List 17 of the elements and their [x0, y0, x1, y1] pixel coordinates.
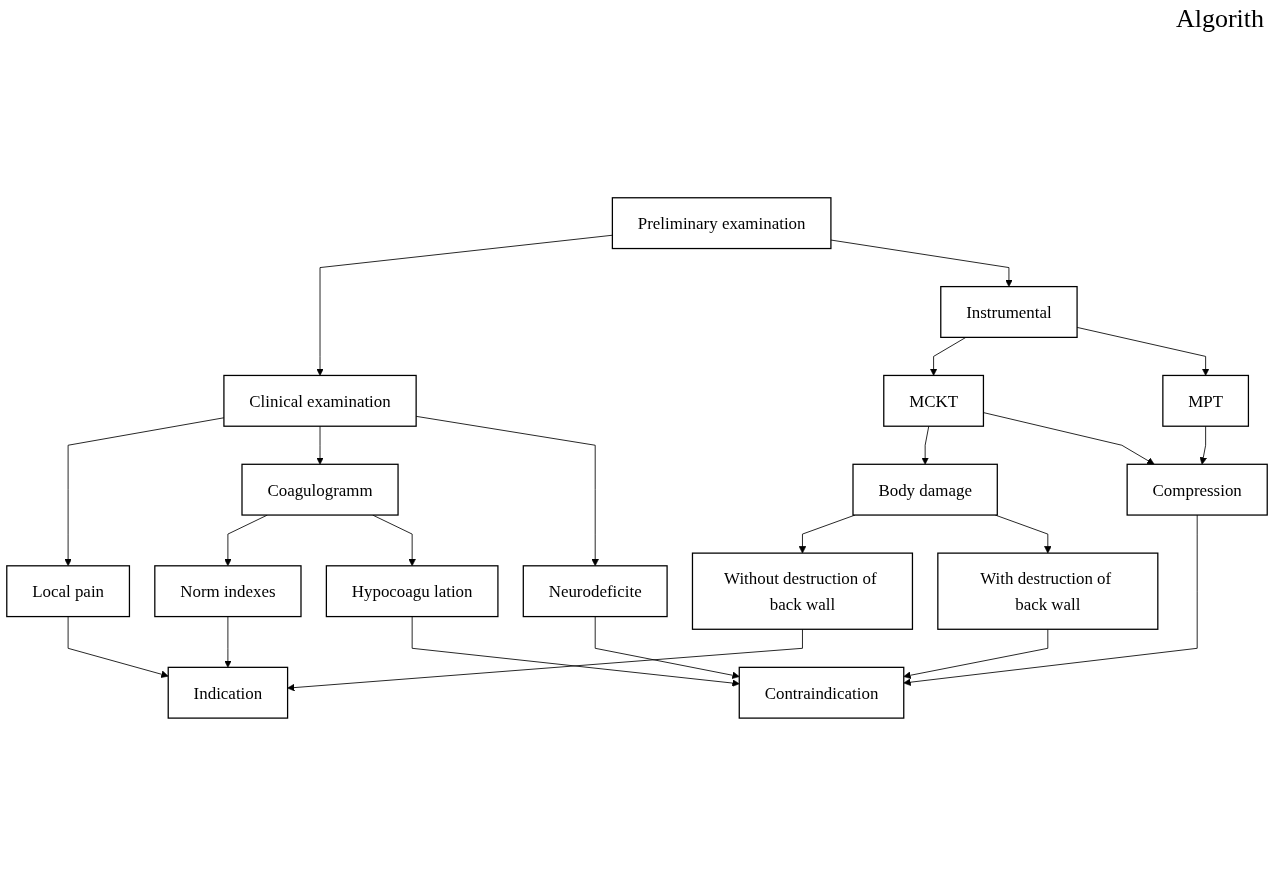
node-box: Indication [167, 666, 289, 719]
node-box: Hypocoagu lation [325, 564, 499, 617]
node-box: Instrumental [940, 285, 1078, 338]
node-box: Compression [1126, 463, 1268, 516]
node-box: Without destruction of back wall [691, 552, 914, 630]
node-box: Coagulogramm [241, 463, 399, 516]
node-box: MPT [1162, 374, 1250, 427]
node-box: Body damage [852, 463, 998, 516]
node-box: Local pain [6, 564, 131, 617]
corner-note: Algorith [1175, 4, 1264, 34]
node-box: Clinical examination [223, 374, 417, 427]
node-box: Norm indexes [154, 564, 302, 617]
node-box: With destruction of back wall [937, 552, 1159, 630]
node-box: MCKT [883, 374, 985, 427]
node-box: Contraindication [738, 666, 905, 719]
node-box: Preliminary examination [611, 196, 832, 249]
node-box: Neurodeficite [522, 564, 668, 617]
